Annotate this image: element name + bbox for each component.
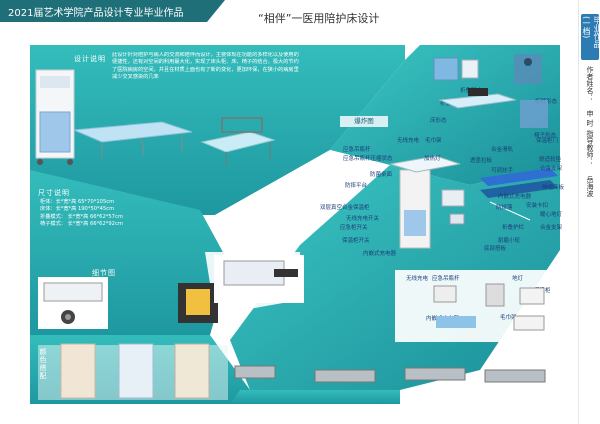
design-note-title: 设计说明 (74, 55, 106, 63)
detail-legend-1: 无线充电 (406, 276, 429, 282)
explode-label: 防菌桌面 (370, 172, 393, 178)
poster-title: “相伴”一医用陪护床设计 (258, 12, 380, 25)
size-rows: 柜体：长*宽*高 65*70*105cm 床体：长*宽*高 190*50*45c… (40, 199, 190, 229)
detail-legend-3: 地灯 (512, 276, 524, 282)
explode-label: 合金支架 (540, 225, 563, 231)
size-title: 尺寸说明 (38, 189, 70, 197)
size-row: 折叠模式： 长*宽*高 66*62*57cm (40, 213, 123, 220)
teacher-label: 指导教师： (586, 130, 594, 165)
explode-label: 防摔平台 (345, 183, 368, 189)
design-note-text: 此设计针对陪护与病人的交流和陪伴而设计，主要体现在功能的多样化以及使用的便捷性，… (112, 52, 299, 81)
explode-label: 应急柜开关 (340, 225, 368, 231)
detail-title: 细节图 (92, 269, 116, 277)
size-row: 柜体：长*宽*高 65*70*105cm (40, 199, 115, 205)
cabinet-bed-illustration (35, 69, 193, 165)
explode-label: 应急吊瓶杆 (343, 147, 371, 153)
folding-bed-illustration (200, 117, 276, 166)
form-chair: 椅子形态 (534, 133, 557, 139)
explode-label: 内嵌式充电器 (498, 194, 532, 200)
explode-label: 合金滑轨 (491, 147, 514, 153)
explode-label: 底部搭板 (484, 246, 507, 252)
explode-label: 舒适软垫 (539, 157, 562, 163)
explode-label: 合金支架 (540, 166, 563, 172)
explode-label: 暖心地灯 (540, 212, 563, 218)
explode-label: 透盖拉板 (470, 158, 493, 164)
explode-label: 保温柜开关 (342, 238, 370, 244)
explode-label: 可调扶手 (491, 168, 514, 174)
explode-label: 双层真空合金保温柜 (320, 205, 370, 211)
explode-label: 安装卡扣 (526, 203, 549, 209)
explode-label: 无线充电 (397, 138, 420, 144)
explode-label: 应急吊瓶杆压缩状态 (343, 156, 393, 162)
form-bed: 床形态 (430, 118, 447, 124)
size-row: 床体：长*宽*高 190*50*45cm (40, 206, 115, 213)
explode-title: 爆炸图 (354, 117, 374, 125)
color-variants (60, 343, 546, 399)
explode-label: 毛巾架 (425, 138, 442, 144)
header-title: 2021届艺术学院产品设计专业毕业作品 (8, 8, 184, 19)
strip-tab: 毕业作品(一档) (581, 14, 600, 60)
explode-label: 内嵌式充电器 (363, 251, 397, 257)
teacher-name: 岳海波 (586, 176, 594, 197)
header-tab-shape (207, 0, 225, 22)
forms-illustrations (433, 54, 548, 128)
color-title: 颜色搭配 (39, 348, 47, 380)
detail-legend-images (433, 283, 545, 331)
explode-label: 无线充电开关 (346, 216, 380, 222)
explode-label: 保温柜门 (536, 138, 559, 144)
detail-images (38, 255, 304, 329)
detail-legend-2: 应急吊瓶杆 (432, 276, 460, 282)
header-bar: 2021届艺术学院产品设计专业毕业作品 (0, 0, 207, 22)
detail-legend-6: 毛巾架 (500, 315, 517, 321)
explode-label: 折叠护栏 (502, 225, 525, 231)
author-label: 作者姓名： (586, 66, 594, 101)
explode-label: 伸缩床板 (542, 185, 565, 191)
explode-label: 防掉落 (496, 205, 513, 211)
exploded-view (390, 155, 558, 249)
right-info-strip: 毕业作品(一档) 作者姓名： 申 时 指导教师： 岳海波 (578, 0, 600, 424)
strip-tab-text: 毕业作品(一档) (582, 16, 600, 48)
explode-label: 耐磨小轮 (498, 238, 521, 244)
explode-label: 加热灯 (424, 156, 441, 162)
explode-title-box: 爆炸图 (340, 116, 388, 127)
size-row: 椅子模式： 长*宽*高 66*62*92cm (40, 221, 123, 228)
author-name: 申 时 (586, 110, 594, 127)
